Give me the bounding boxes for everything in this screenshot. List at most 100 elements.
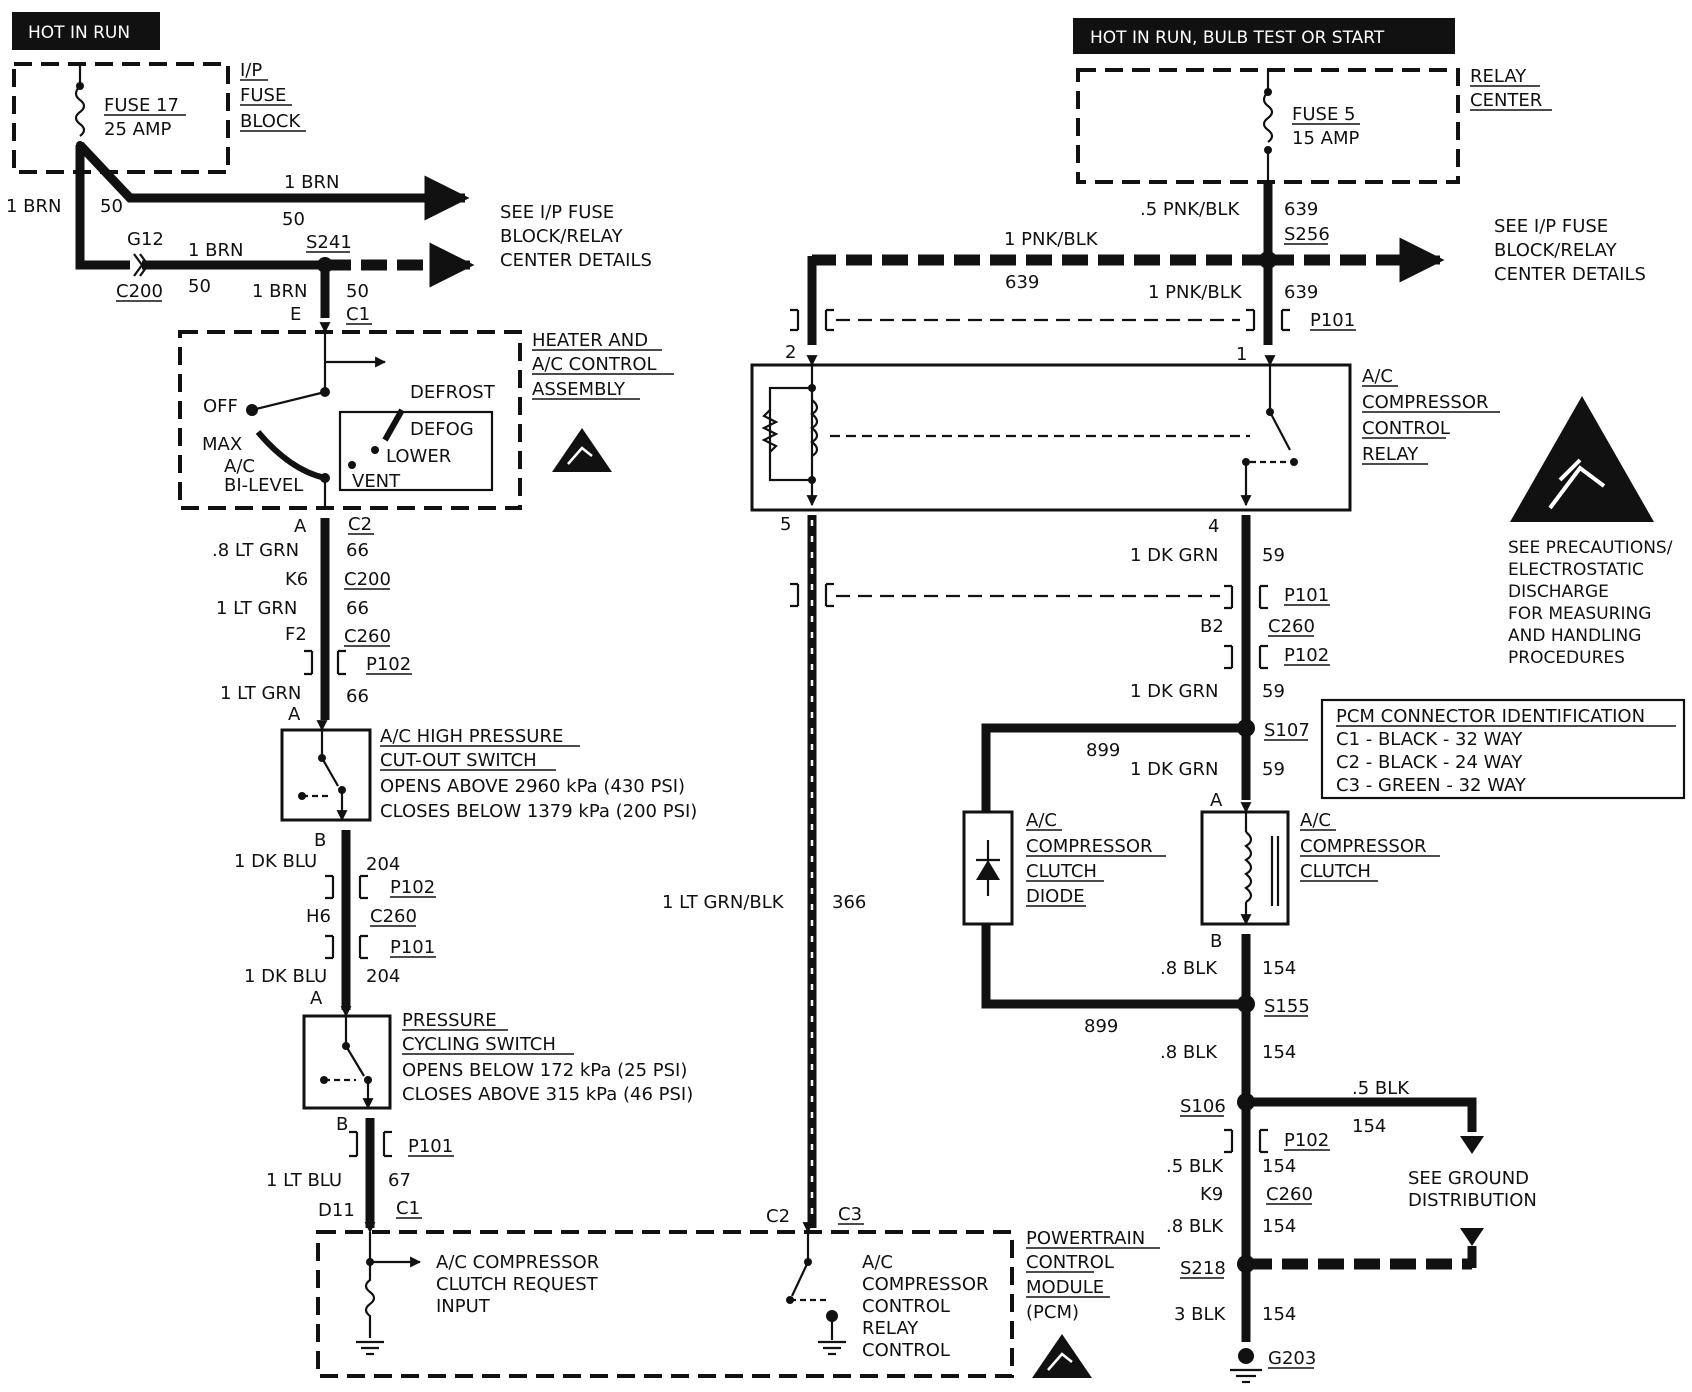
see-ip-fuse-right-1: SEE I/P FUSE bbox=[1494, 216, 1608, 237]
circuit-67: 67 bbox=[388, 1170, 411, 1191]
pin-b3: B bbox=[1210, 931, 1222, 952]
ground-note-2: DISTRIBUTION bbox=[1408, 1190, 1537, 1211]
coil-icon bbox=[1244, 831, 1280, 906]
wire-label-lgrn-c: 1 LT GRN bbox=[220, 683, 301, 704]
pcm-name-1: POWERTRAIN bbox=[1026, 1228, 1145, 1249]
header-hot-in-run-bulb-test: HOT IN RUN, BULB TEST OR START bbox=[1073, 18, 1455, 54]
splice-s155-label: S155 bbox=[1264, 996, 1310, 1017]
pos-defog: DEFOG bbox=[410, 419, 474, 440]
header-right-text: HOT IN RUN, BULB TEST OR START bbox=[1090, 28, 1385, 48]
circuit-899a: 899 bbox=[1086, 740, 1120, 761]
ground-icon bbox=[818, 1340, 846, 1356]
pos-ac: A/C bbox=[224, 456, 255, 477]
fuse17-name: FUSE 17 bbox=[104, 95, 179, 116]
hp-switch-spec-2: CLOSES BELOW 1379 kPa (200 PSI) bbox=[380, 801, 697, 822]
heater-name-3: ASSEMBLY bbox=[532, 379, 626, 400]
connector-c260c: C260 bbox=[1268, 616, 1315, 637]
ac-compressor-control-relay bbox=[750, 355, 1352, 512]
pcm-conn-row-3: C3 - GREEN - 32 WAY bbox=[1336, 775, 1527, 796]
circuit-639a: 639 bbox=[1284, 199, 1318, 220]
relay-center-1: RELAY bbox=[1470, 66, 1527, 87]
relay-name-2: COMPRESSOR bbox=[1362, 392, 1489, 413]
pin-a1: A bbox=[294, 516, 307, 537]
hp-switch-name-2: CUT-OUT SWITCH bbox=[380, 750, 537, 771]
circuit-66a: 66 bbox=[346, 540, 369, 561]
pin-1: 1 bbox=[1236, 344, 1247, 365]
see-ip-fuse-left-1: SEE I/P FUSE bbox=[500, 202, 614, 223]
splice-s106-label: S106 bbox=[1180, 1096, 1226, 1117]
pcm-output-2: COMPRESSOR bbox=[862, 1274, 989, 1295]
heater-name-2: A/C CONTROL bbox=[532, 354, 657, 375]
pcm-conn-title: PCM CONNECTOR IDENTIFICATION bbox=[1336, 706, 1645, 727]
circuit-639b: 639 bbox=[1005, 272, 1039, 293]
see-ip-fuse-right-3: CENTER DETAILS bbox=[1494, 264, 1646, 285]
switch-icon bbox=[251, 390, 326, 412]
circuit-59c: 59 bbox=[1262, 759, 1285, 780]
heater-ac-control-assembly: HEATER AND A/C CONTROL ASSEMBLY OFF MAX … bbox=[178, 322, 674, 510]
connector-p102b-symbol bbox=[325, 874, 368, 900]
connector-p102d-symbol bbox=[1224, 1128, 1268, 1154]
pcm-name-3: MODULE bbox=[1026, 1277, 1104, 1298]
pin-k6: K6 bbox=[285, 569, 308, 590]
connector-p102d: P102 bbox=[1284, 1130, 1329, 1151]
clutch-name-3: CLUTCH bbox=[1300, 861, 1371, 882]
pcm-connector-id-box: PCM CONNECTOR IDENTIFICATION C1 - BLACK … bbox=[1320, 698, 1686, 800]
connector-p101d: P101 bbox=[1284, 585, 1329, 606]
wire-label-pnk-a: .5 PNK/BLK bbox=[1140, 199, 1240, 220]
pin-b2r: B2 bbox=[1200, 616, 1224, 637]
see-ip-fuse-right-2: BLOCK/RELAY bbox=[1494, 240, 1618, 261]
wire-label-brn-a: 1 BRN bbox=[6, 196, 62, 217]
wire-label-grnblk: 1 LT GRN/BLK bbox=[662, 892, 785, 913]
pin-a2: A bbox=[288, 704, 301, 725]
ac-high-pressure-switch bbox=[280, 720, 372, 822]
esd-warning-icon bbox=[1510, 396, 1654, 522]
circuit-154d: 154 bbox=[1262, 1156, 1296, 1177]
diode-name-1: A/C bbox=[1026, 810, 1057, 831]
connector-c260d: C260 bbox=[1266, 1184, 1313, 1205]
wire-label-dgrn-b: 1 DK GRN bbox=[1130, 681, 1218, 702]
wire-label-dgrn-c: 1 DK GRN bbox=[1130, 759, 1218, 780]
circuit-154c: 154 bbox=[1352, 1116, 1386, 1137]
fuse-icon bbox=[1262, 70, 1274, 182]
diode-icon bbox=[976, 840, 1000, 896]
wire-label-dgrn-a: 1 DK GRN bbox=[1130, 545, 1218, 566]
pc-switch-spec-1: OPENS BELOW 172 kPa (25 PSI) bbox=[402, 1060, 687, 1081]
connector-p101-mid-symbol bbox=[790, 582, 834, 608]
connector-p101c: P101 bbox=[1310, 310, 1355, 331]
ground-arrow-top bbox=[1460, 1136, 1484, 1154]
left-fuse-block: I/P FUSE BLOCK FUSE 17 25 AMP bbox=[12, 60, 306, 174]
ac-compressor-clutch bbox=[1200, 802, 1290, 926]
fuse5-name: FUSE 5 bbox=[1292, 104, 1356, 125]
esd-note-2: ELECTROSTATIC bbox=[1508, 560, 1644, 580]
splice-s241-label: S241 bbox=[306, 232, 352, 253]
splice-s107-label: S107 bbox=[1264, 720, 1310, 741]
header-left-text: HOT IN RUN bbox=[28, 23, 130, 43]
ip-label: I/P bbox=[240, 60, 262, 81]
wire-label-dblu-a: 1 DK BLU bbox=[234, 851, 317, 872]
pcm-name-2: CONTROL bbox=[1026, 1252, 1114, 1273]
pin-5: 5 bbox=[780, 514, 791, 535]
pin-h6: H6 bbox=[306, 906, 331, 927]
circuit-154b: 154 bbox=[1262, 1042, 1296, 1063]
pcm-output-5: CONTROL bbox=[862, 1340, 950, 1361]
splice-s155 bbox=[1237, 995, 1255, 1013]
pin-d11: D11 bbox=[318, 1200, 355, 1221]
circuit-154f: 154 bbox=[1262, 1304, 1296, 1325]
wire-label-blk-c: .5 BLK bbox=[1352, 1078, 1410, 1099]
pcm-module bbox=[316, 1222, 1014, 1378]
diode-name-3: CLUTCH bbox=[1026, 861, 1097, 882]
header-hot-in-run: HOT IN RUN bbox=[12, 12, 160, 50]
pos-defrost: DEFROST bbox=[410, 382, 496, 403]
hp-switch-spec-1: OPENS ABOVE 2960 kPa (430 PSI) bbox=[380, 776, 685, 797]
pcm-output-3: CONTROL bbox=[862, 1296, 950, 1317]
pin-a3: A bbox=[310, 988, 323, 1009]
pcm-input-2: CLUTCH REQUEST bbox=[436, 1274, 599, 1295]
fuse5-rating: 15 AMP bbox=[1292, 128, 1359, 149]
pcm-conn-row-2: C2 - BLACK - 24 WAY bbox=[1336, 752, 1523, 773]
connector-c260b: C260 bbox=[370, 906, 417, 927]
relay-center-2: CENTER bbox=[1470, 90, 1542, 111]
clutch-diode bbox=[962, 810, 1014, 926]
pin-a4: A bbox=[1210, 790, 1223, 811]
circuit-154a: 154 bbox=[1262, 958, 1296, 979]
